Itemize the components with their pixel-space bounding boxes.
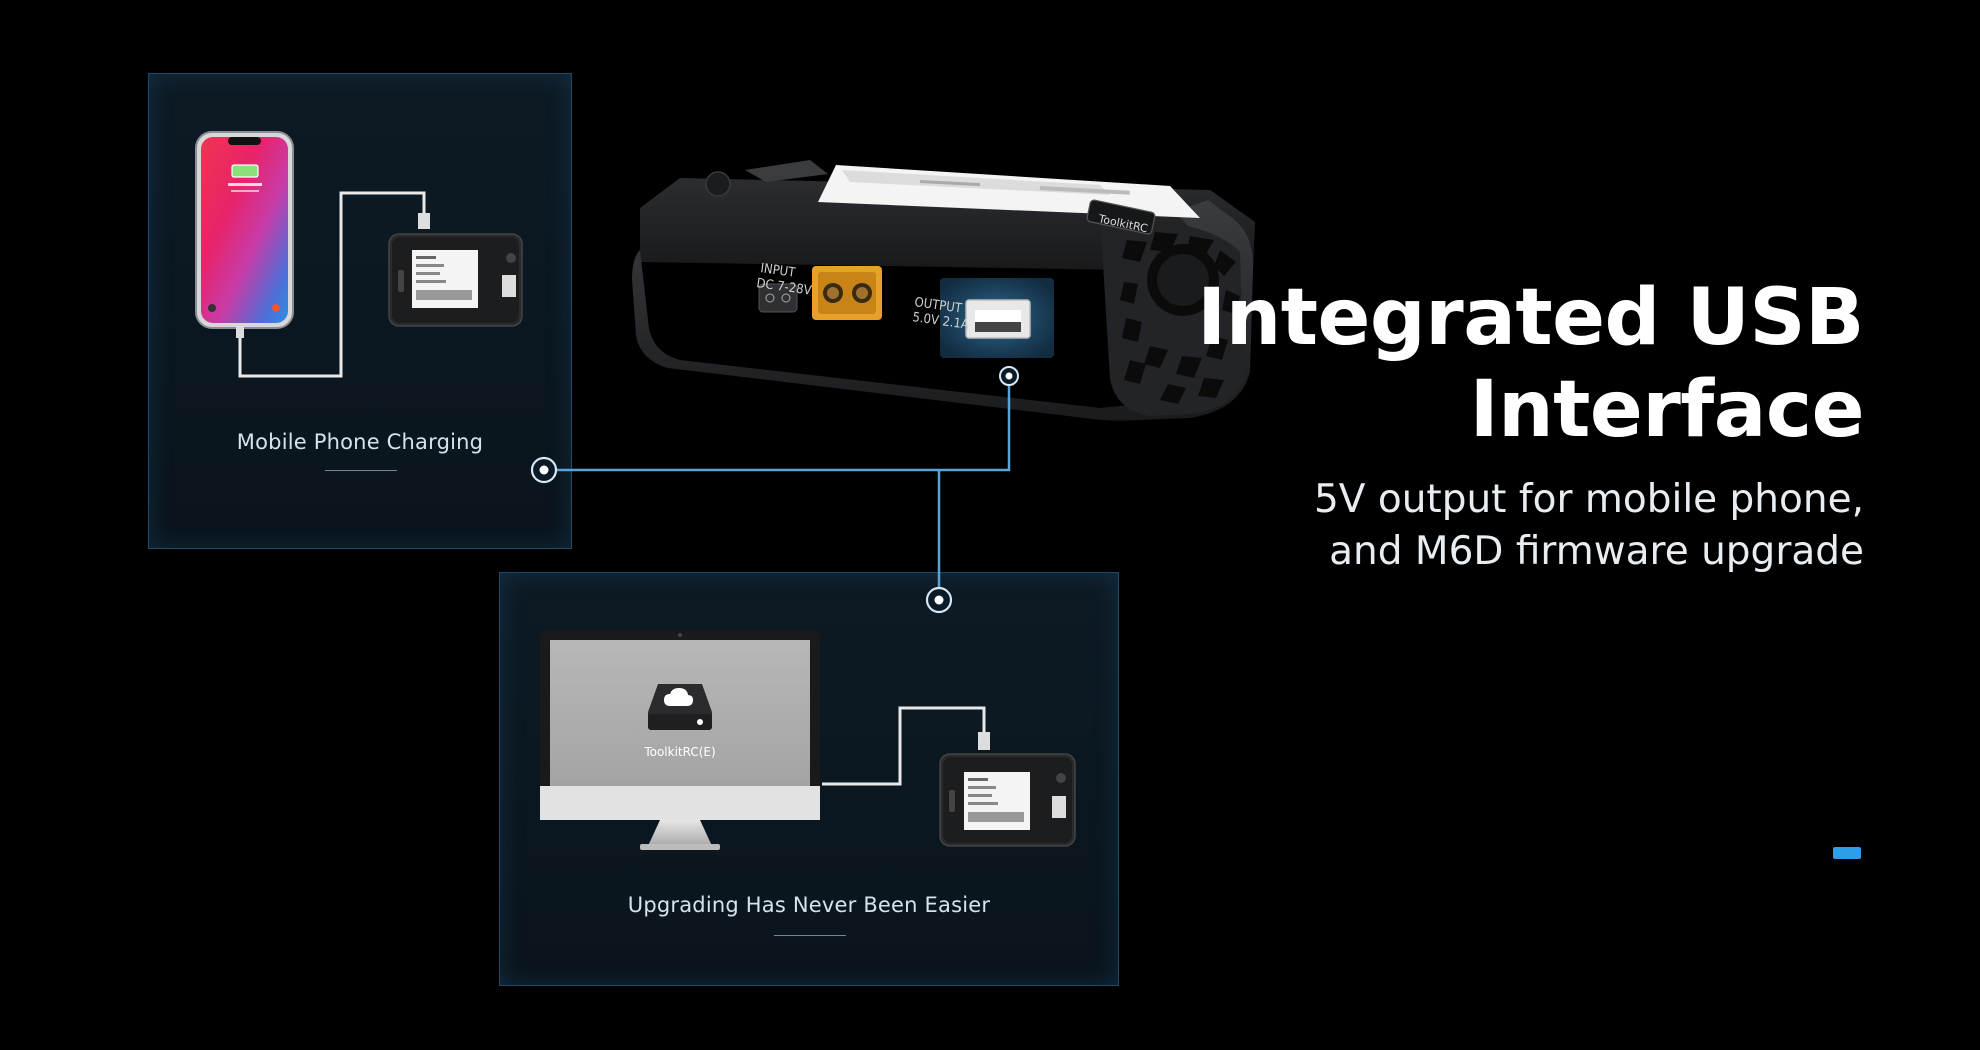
connector-node-icon <box>925 586 953 614</box>
drive-cloud-icon <box>648 684 712 730</box>
headline: Integrated USB Interface <box>1197 272 1864 456</box>
slide-indicator[interactable] <box>1833 847 1861 859</box>
mini-charger-phone <box>388 233 523 327</box>
headline-line-1: Integrated USB <box>1197 273 1864 363</box>
subheadline-line-1: 5V output for mobile phone, <box>1313 477 1864 522</box>
output-label-1: OUTPUT <box>913 295 963 317</box>
mini-charger-upgrade <box>939 753 1076 847</box>
input-label-1: INPUT <box>759 261 797 281</box>
upgrade-caption-rule <box>774 935 846 936</box>
headline-line-2: Interface <box>1469 365 1865 455</box>
desktop-monitor <box>540 630 820 850</box>
firmware-upgrade-caption: Upgrading Has Never Been Easier <box>627 893 991 917</box>
phone-charging-caption: Mobile Phone Charging <box>236 430 484 454</box>
drive-label: ToolkitRC(E) <box>643 745 715 759</box>
connector-node-icon <box>999 366 1019 386</box>
connector-node-icon <box>530 456 558 484</box>
subheadline-line-2: and M6D firmware upgrade <box>1329 529 1864 574</box>
phone-caption-rule <box>325 470 397 471</box>
smartphone <box>195 131 294 329</box>
connector-line-phone <box>544 376 1011 472</box>
charger-device <box>632 160 1255 421</box>
subheadline: 5V output for mobile phone, and M6D firm… <box>1314 474 1864 578</box>
